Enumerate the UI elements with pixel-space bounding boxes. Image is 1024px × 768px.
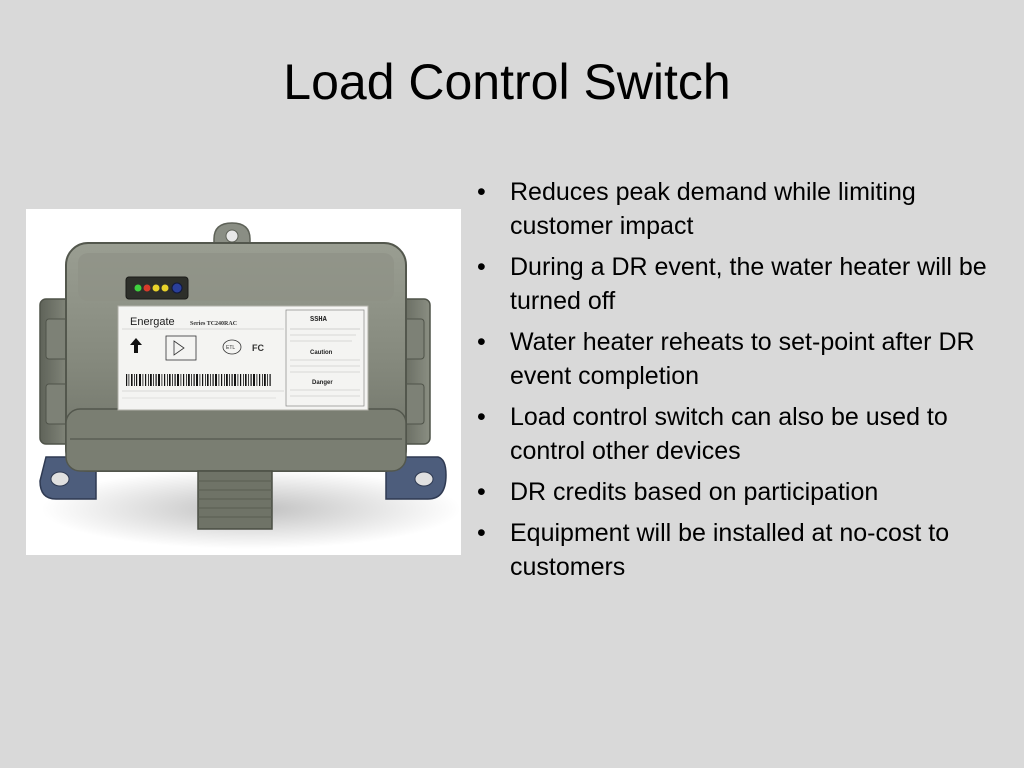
bullet-text: DR credits based on participation (510, 478, 879, 506)
bullet-mark: • (477, 178, 486, 206)
load-control-switch-photo: Energate Series TC240RAC ETL FC (26, 209, 461, 555)
bullet-item: • Equipment will be installed at no-cost … (475, 516, 995, 584)
bullet-item: • During a DR event, the water heater wil… (475, 250, 995, 318)
bullet-item: • DR credits based on participation (475, 475, 995, 509)
bullet-list: • Reduces peak demand while limiting cust… (475, 175, 995, 591)
etl-mark-text: ETL (226, 345, 235, 351)
led-green-light (134, 284, 142, 292)
led-indicator-panel (125, 276, 189, 300)
label-series-text: Series TC240RAC (190, 321, 237, 327)
led-yellow-light-1 (152, 284, 160, 292)
label-brand-text: Energate (130, 316, 175, 328)
bullet-text: Water heater reheats to set-point after … (510, 328, 975, 390)
slide-title: Load Control Switch (283, 54, 731, 110)
bullet-text: During a DR event, the water heater will… (510, 253, 987, 315)
bullet-mark: • (477, 478, 486, 506)
label-code-text: SSHA (310, 316, 328, 324)
led-yellow-light-2 (161, 284, 169, 292)
bullet-mark: • (477, 328, 486, 356)
bullet-text: Load control switch can also be used to … (510, 403, 948, 465)
etl-mark-icon: ETL (222, 339, 242, 355)
bullet-item: • Reduces peak demand while limiting cust… (475, 175, 995, 243)
bullet-text: Equipment will be installed at no-cost t… (510, 519, 950, 581)
bullet-text: Reduces peak demand while limiting custo… (510, 178, 916, 240)
led-red-light (143, 284, 151, 292)
arrow-up-icon (130, 338, 142, 353)
bullet-mark: • (477, 403, 486, 431)
bullet-item: • Load control switch can also be used to… (475, 400, 995, 468)
label-danger-text: Danger (312, 380, 333, 386)
bullet-mark: • (477, 253, 486, 281)
device-label: Energate Series TC240RAC ETL FC (117, 305, 369, 411)
conduit-connector (197, 470, 273, 530)
fc-mark-icon: FC (252, 343, 264, 353)
fc-mark-text: FC (252, 343, 264, 353)
bullet-mark: • (477, 519, 486, 547)
barcode-icon (126, 374, 271, 386)
label-caution-text: Caution (310, 350, 333, 356)
led-blue-button (171, 282, 183, 294)
bullet-item: • Water heater reheats to set-point after… (475, 325, 995, 393)
